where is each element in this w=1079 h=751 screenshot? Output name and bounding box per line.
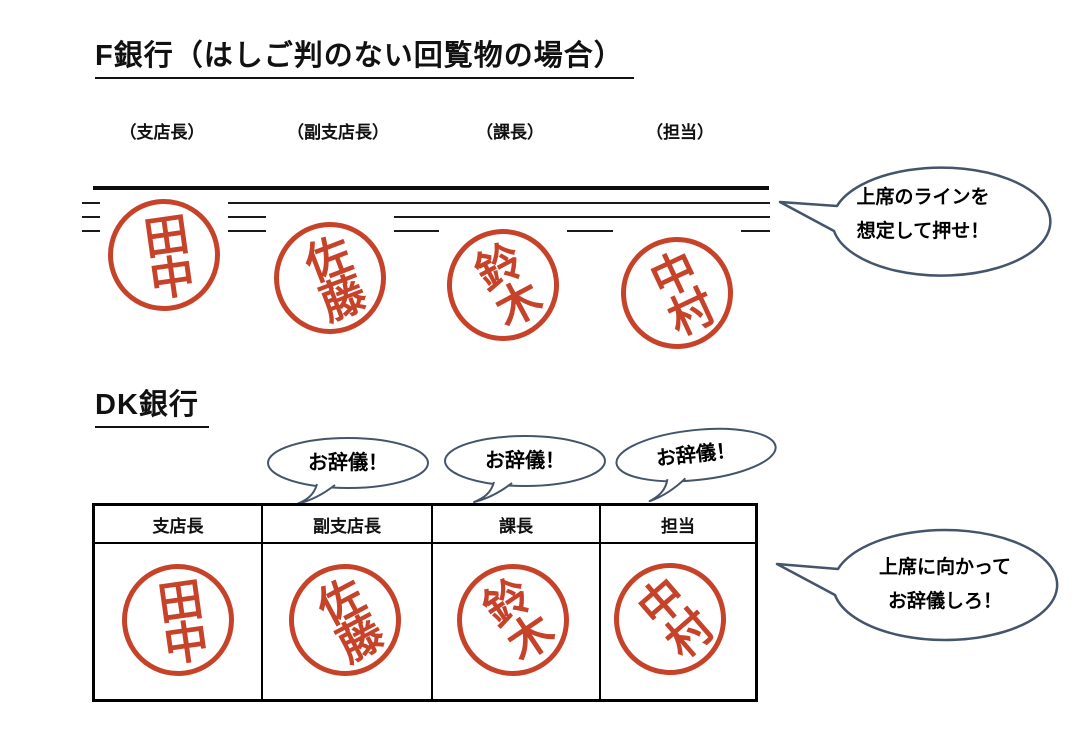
hanko-stamp-tanaka: 田中 — [114, 556, 242, 684]
bow-bubble-text: お辞儀！ — [485, 450, 565, 472]
role-label-deputy-branch-manager: （副支店長） — [287, 123, 389, 142]
seal-name-text: 鈴木 — [461, 235, 546, 334]
role-label-section-chief: （課長） — [476, 123, 544, 142]
document-top-rule-line — [93, 186, 769, 190]
hanko-stamp-nakamura: 中村 — [602, 218, 752, 368]
seal-circle: 田中 — [100, 191, 228, 319]
seal-circle: 中村 — [590, 539, 750, 699]
header-cell-section-chief: 課長 — [433, 506, 601, 542]
seal-name-text: 佐藤 — [292, 229, 369, 326]
seal-circle: 鈴木 — [435, 542, 591, 698]
seal-circle: 佐藤 — [257, 205, 403, 351]
header-cell-deputy-branch-manager: 副支店長 — [263, 506, 433, 542]
header-cell-staff: 担当 — [661, 516, 695, 536]
hanko-stamp-suzuki: 鈴木 — [435, 542, 591, 698]
bubble-text-line: 想定して押せ！ — [856, 221, 990, 242]
bow-bubble-chief: お辞儀！ — [439, 434, 611, 506]
document-rule-line — [82, 216, 770, 218]
header-cell-branch-manager: 支店長 — [95, 506, 263, 542]
bubble-text-line: 上席のラインを — [856, 187, 990, 208]
document-rule-line — [82, 202, 770, 204]
role-label-staff: （担当） — [646, 123, 714, 142]
seal-circle: 田中 — [114, 556, 242, 684]
table-stamp-row — [95, 544, 755, 699]
hanko-stamp-tanaka: 田中 — [100, 191, 228, 319]
seal-circle: 佐藤 — [269, 544, 421, 696]
hanko-stamp-suzuki: 鈴木 — [427, 209, 579, 361]
bow-bubble-shape — [444, 435, 606, 503]
seal-circle: 中村 — [602, 218, 752, 368]
bow-bubble-staff: お辞儀！ — [608, 419, 787, 509]
seal-name-text: 中村 — [623, 570, 717, 667]
speech-bubble-text: 上席に向かって お辞儀しろ！ — [840, 551, 1050, 619]
dk-bank-section-title: DK銀行 — [95, 381, 209, 428]
seal-name-text: 田中 — [133, 209, 196, 301]
bow-bubble-deputy: お辞儀！ — [262, 436, 434, 508]
bow-bubble-text: お辞儀！ — [308, 452, 388, 474]
speech-bubble-shape — [778, 166, 1052, 277]
hanko-stamp-sato: 佐藤 — [257, 205, 403, 351]
speech-bubble-f-bank: 上席のラインを 想定して押せ！ — [778, 160, 1070, 290]
bow-bubble-shape — [267, 437, 429, 505]
seal-name-text: 鈴木 — [469, 570, 558, 669]
seal-name-text: 田中 — [147, 574, 210, 666]
speech-bubble-text: 上席のラインを 想定して押せ！ — [818, 181, 1028, 249]
seal-circle: 鈴木 — [427, 209, 579, 361]
seal-name-text: 佐藤 — [303, 570, 388, 669]
stamp-cell — [433, 544, 601, 699]
role-label-branch-manager: （支店長） — [119, 123, 205, 142]
stamp-cell — [263, 544, 433, 699]
hanko-stamp-nakamura: 中村 — [590, 539, 750, 699]
stamp-cell — [95, 544, 263, 699]
bubble-text-line: お辞儀しろ！ — [887, 591, 1002, 612]
bubble-text-line: 上席に向かって — [878, 557, 1012, 578]
f-bank-section-title: F銀行（はしご判のない回覧物の場合） — [95, 32, 634, 79]
hanko-stamp-sato: 佐藤 — [269, 544, 421, 696]
bow-bubble-shape — [615, 427, 777, 503]
table-header-row: 支店長 副支店長 課長 担当 — [95, 506, 755, 544]
document-rule-line — [82, 230, 770, 232]
seal-name-text: 中村 — [637, 244, 718, 342]
speech-bubble-shape — [775, 528, 1059, 642]
speech-bubble-dk-bank: 上席に向かって お辞儀しろ！ — [775, 518, 1075, 652]
